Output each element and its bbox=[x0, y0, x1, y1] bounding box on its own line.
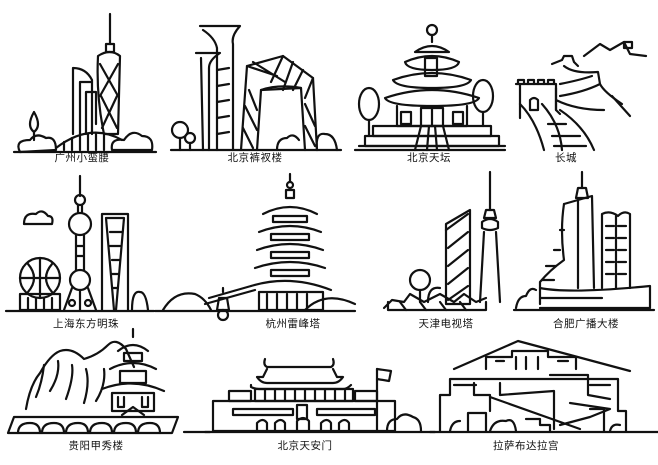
landmark-temple-of-heaven: 北京天坛 bbox=[345, 0, 507, 175]
caption-tianjin-tv-tower: 天津电视塔 bbox=[418, 318, 474, 330]
landmark-oriental-pearl: 上海东方明珠 bbox=[0, 170, 160, 330]
landmark-jiaxiu-tower: 贵阳甲秀楼 bbox=[0, 325, 212, 465]
landmark-tianjin-tv-tower: 天津电视塔 bbox=[380, 170, 510, 330]
canton-tower-drawing bbox=[12, 12, 158, 154]
landmark-potala-palace: 拉萨布达拉宫 bbox=[428, 325, 658, 465]
caption-hefei-radio-building: 合肥广播大楼 bbox=[553, 318, 619, 330]
caption-canton-tower: 广州小蛮腰 bbox=[54, 152, 110, 164]
potala-palace-drawing bbox=[428, 339, 658, 434]
cctv-building-drawing bbox=[169, 24, 343, 152]
temple-of-heaven-drawing bbox=[353, 23, 507, 152]
landmark-hefei-radio-building: 合肥广播大楼 bbox=[510, 170, 658, 330]
landmark-great-wall: 长城 bbox=[500, 0, 658, 175]
caption-tiananmen: 北京天安门 bbox=[277, 440, 333, 452]
landmark-leifeng-pagoda: 杭州雷峰塔 bbox=[153, 170, 357, 330]
oriental-pearl-drawing bbox=[4, 174, 156, 313]
caption-great-wall: 长城 bbox=[555, 152, 577, 164]
caption-leifeng-pagoda: 杭州雷峰塔 bbox=[265, 318, 321, 330]
hefei-radio-building-drawing bbox=[512, 170, 656, 312]
caption-oriental-pearl: 上海东方明珠 bbox=[53, 318, 119, 330]
landmark-cctv-building: 北京裤衩楼 bbox=[165, 0, 345, 175]
leifeng-pagoda-drawing bbox=[153, 172, 357, 322]
caption-temple-of-heaven: 北京天坛 bbox=[407, 152, 451, 164]
tianjin-tv-tower-drawing bbox=[382, 170, 502, 312]
caption-cctv-building: 北京裤衩楼 bbox=[227, 152, 283, 164]
caption-potala-palace: 拉萨布达拉宫 bbox=[493, 440, 559, 452]
landmark-tiananmen: 北京天安门 bbox=[203, 325, 437, 465]
caption-jiaxiu-tower: 贵阳甲秀楼 bbox=[68, 440, 124, 452]
jiaxiu-tower-drawing bbox=[6, 327, 212, 435]
landmark-canton-tower: 广州小蛮腰 bbox=[0, 0, 170, 175]
tiananmen-drawing bbox=[203, 357, 437, 434]
great-wall-drawing bbox=[514, 40, 648, 152]
